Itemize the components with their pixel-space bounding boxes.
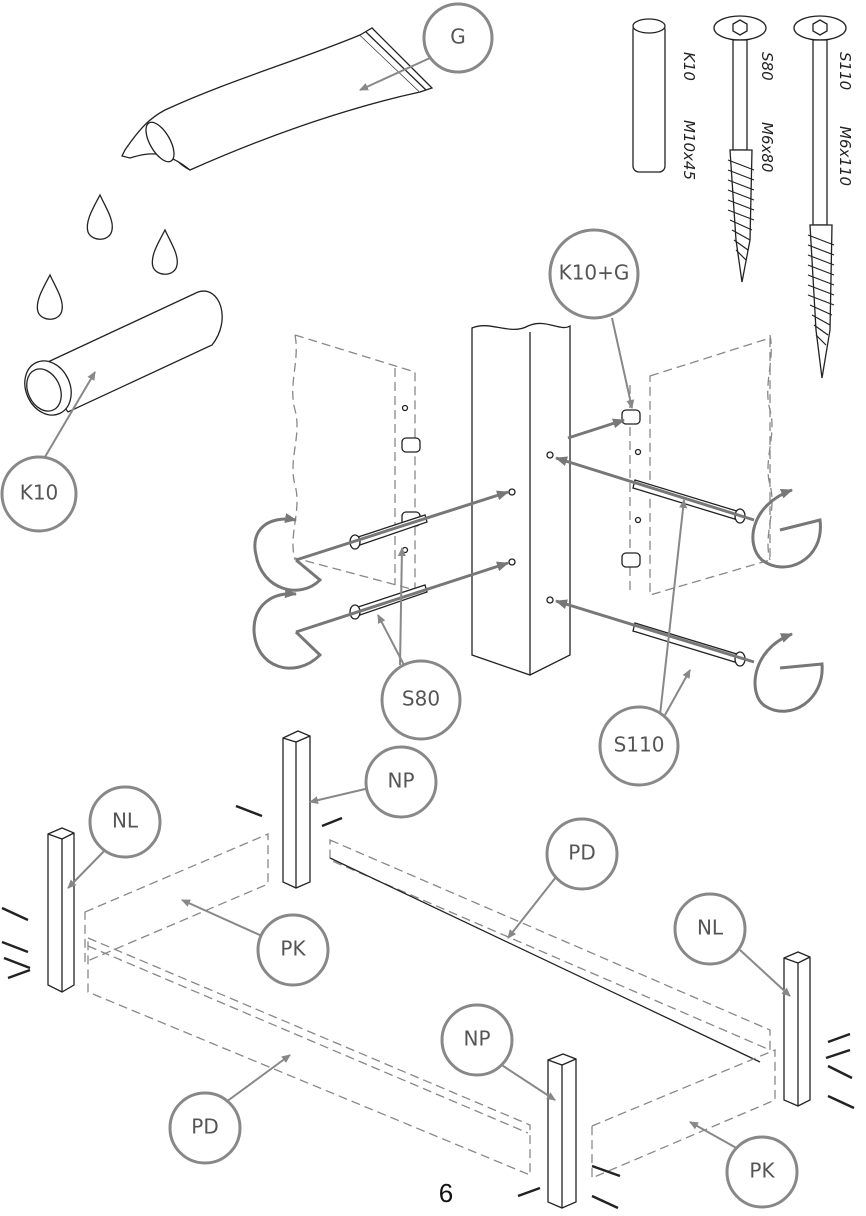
screw-long-code-label: S110 [836,52,854,90]
rotate-arrow-icon [252,488,824,713]
callout-nl-left-label: NL [112,809,139,833]
dowel-code-label: K10 [680,52,698,81]
callout-k10g: K10+G [548,228,640,320]
screw-short-code-label: S80 [758,52,776,81]
callout-pd-top-label: PD [568,841,595,865]
callout-k10: K10 [0,455,78,533]
callout-nl-right-label: NL [697,916,724,940]
side-panel-right [621,334,773,596]
callout-np-top: NP [364,745,438,819]
callout-s80-label: S80 [402,687,440,711]
screw-long-size-label: M6x110 [836,126,854,186]
callout-pk-left: PK [256,913,330,987]
callout-pd-bottom-label: PD [191,1115,218,1139]
callout-s110: S110 [598,705,680,787]
screw-set [1,804,855,1210]
callout-k10g-label: K10+G [559,261,630,285]
callout-np-top-label: NP [387,769,414,793]
callout-pd-bottom: PD [168,1091,242,1165]
post-np-front [547,1053,577,1209]
corner-post [471,322,571,676]
callout-nl-right: NL [673,892,747,966]
callout-pk-left-label: PK [280,937,306,961]
callout-nl-left: NL [88,785,162,859]
callout-s110-label: S110 [614,733,665,757]
screw-s110-icon [793,15,847,379]
callout-pk-right-label: PK [749,1159,775,1183]
callout-k10-label: K10 [20,481,59,505]
screw-short-size-label: M6x80 [758,122,776,172]
glue-drop-icon [36,193,178,320]
glue-tube-icon [121,27,434,171]
dowel-icon [24,290,223,416]
dowel-k10-icon [632,18,666,173]
callout-np-bottom: NP [440,1003,514,1077]
post-nl-right [783,951,811,1107]
side-panel-left [292,334,421,591]
post-np-back [282,730,311,889]
page-number: 6 [439,1178,453,1208]
post-nl-left [47,827,75,993]
dowel-size-label: M10x45 [680,120,698,180]
screw-s80-icon [713,15,767,283]
leader-arrows [41,57,791,1151]
callout-g-label: G [450,25,466,49]
callout-pk-right: PK [725,1135,799,1209]
callout-s80: S80 [380,659,462,741]
callout-pd-top: PD [545,817,619,891]
callout-np-bottom-label: NP [463,1027,490,1051]
callout-g: G [422,2,494,74]
